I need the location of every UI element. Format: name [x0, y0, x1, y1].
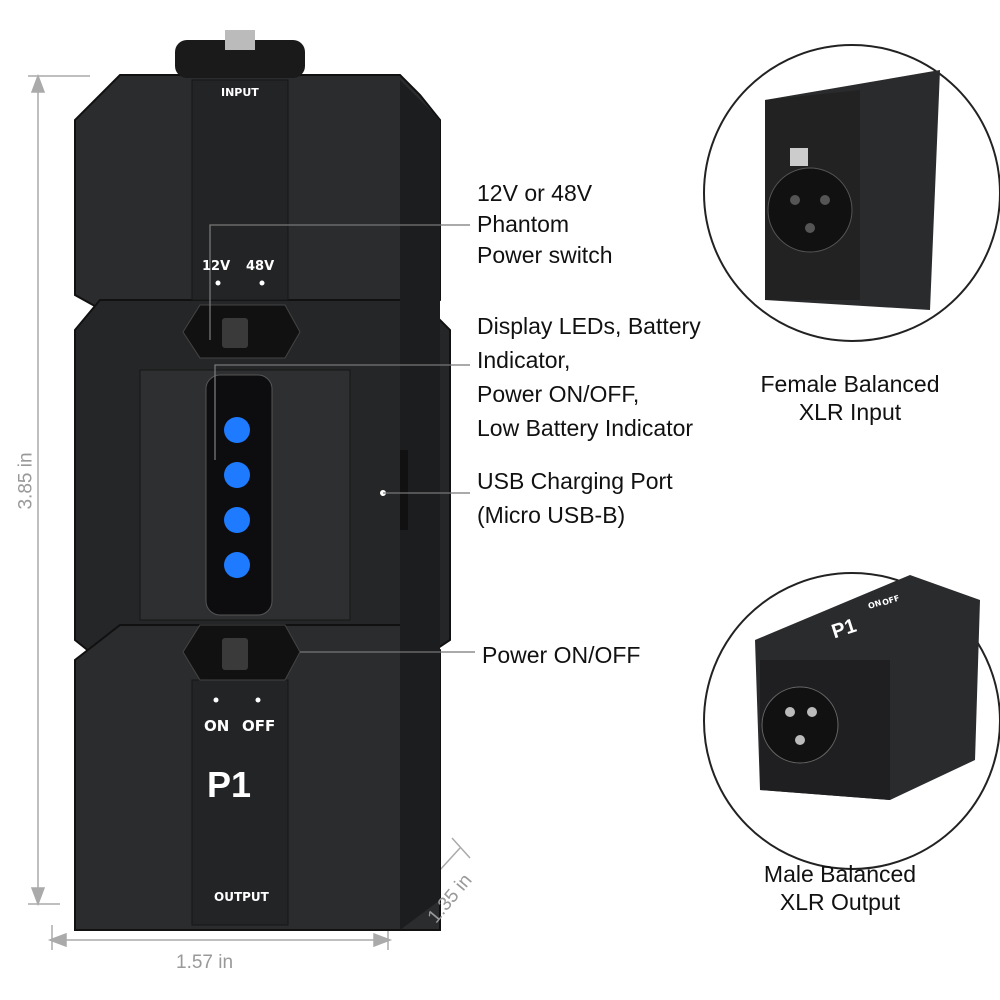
female-xlr-caption: Female Balanced XLR Input — [740, 370, 960, 426]
callout-display-leds: Display LEDs, Battery Indicator, Power O… — [477, 309, 701, 445]
callout-line: Indicator, — [477, 347, 571, 373]
callout-phantom-switch: 12V or 48V Phantom Power switch — [477, 178, 612, 271]
voltage-label-12v: 12V — [202, 259, 231, 274]
callout-power-switch: Power ON/OFF — [482, 642, 641, 668]
callout-lines — [209, 224, 475, 653]
battery-led — [224, 552, 250, 578]
callout-line: USB Charging Port — [477, 468, 673, 494]
width-dimension-line — [47, 925, 393, 950]
output-label: OUTPUT — [214, 890, 269, 904]
height-dimension: 3.85 in — [15, 452, 37, 510]
callout-line: 12V or 48V — [477, 180, 593, 206]
callout-line: Display LEDs, Battery — [477, 313, 701, 339]
male-xlr-inset — [703, 572, 1000, 870]
battery-led — [224, 417, 250, 443]
callout-line: (Micro USB-B) — [477, 502, 626, 528]
caption-line: Male Balanced — [763, 861, 917, 887]
voltage-label-48v: 48V — [246, 259, 275, 274]
callout-line: Power switch — [477, 242, 613, 268]
battery-led — [224, 507, 250, 533]
caption-line: XLR Input — [798, 399, 902, 425]
led-window — [205, 374, 273, 616]
callout-line: Low Battery Indicator — [477, 415, 694, 441]
xlr-input-connector — [175, 40, 305, 78]
callout-usb-port: USB Charging Port (Micro USB-B) — [477, 464, 673, 532]
battery-led — [224, 462, 250, 488]
caption-line: Female Balanced — [760, 371, 940, 397]
usb-port — [400, 450, 408, 530]
height-dimension-line — [28, 73, 90, 907]
power-label-off: OFF — [242, 717, 276, 735]
callout-line: Phantom — [477, 211, 570, 237]
female-xlr-inset — [703, 44, 1000, 342]
callout-line: Power ON/OFF, — [477, 381, 640, 407]
power-label-on: ON — [204, 717, 230, 735]
input-label: INPUT — [221, 86, 259, 99]
caption-line: XLR Output — [779, 889, 901, 915]
device-body — [74, 30, 451, 931]
model-label: P1 — [207, 764, 252, 805]
width-dimension: 1.57 in — [176, 952, 234, 973]
male-xlr-caption: Male Balanced XLR Output — [730, 860, 950, 916]
